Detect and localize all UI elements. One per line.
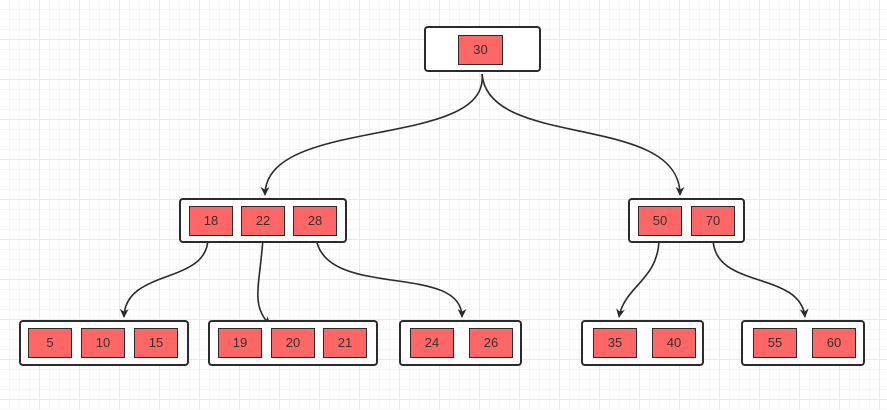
edge-root-to-internal-left — [260, 73, 483, 196]
key-60: 60 — [812, 328, 856, 358]
key-26: 26 — [469, 328, 513, 358]
edge-70-to-leaf-5 — [712, 237, 809, 318]
node-leaf-2: 19 20 21 — [208, 320, 378, 366]
key-18: 18 — [189, 206, 233, 236]
node-root: 30 — [424, 26, 541, 72]
key-55: 55 — [753, 328, 797, 358]
node-internal-right: 50 70 — [628, 198, 745, 243]
key-35: 35 — [593, 328, 637, 358]
key-70: 70 — [691, 206, 735, 236]
key-40: 40 — [652, 328, 696, 358]
edge-22-to-leaf-2 — [257, 237, 271, 326]
node-leaf-3: 24 26 — [399, 320, 522, 366]
edge-50-to-leaf-4 — [616, 237, 660, 318]
key-21: 21 — [323, 328, 367, 358]
edge-root-to-internal-right — [481, 73, 685, 196]
key-50: 50 — [638, 206, 682, 236]
edge-18-to-leaf-1 — [119, 237, 209, 318]
key-19: 19 — [218, 328, 262, 358]
key-10: 10 — [81, 328, 125, 358]
node-leaf-4: 35 40 — [581, 320, 704, 366]
node-leaf-1: 5 10 15 — [19, 320, 189, 366]
node-internal-left: 18 22 28 — [179, 198, 347, 243]
edge-28-to-leaf-3 — [315, 237, 467, 318]
key-30: 30 — [458, 35, 503, 65]
key-15: 15 — [134, 328, 178, 358]
key-28: 28 — [293, 206, 337, 236]
node-leaf-5: 55 60 — [741, 320, 865, 366]
key-5: 5 — [28, 328, 72, 358]
key-22: 22 — [241, 206, 285, 236]
key-20: 20 — [271, 328, 315, 358]
key-24: 24 — [410, 328, 454, 358]
